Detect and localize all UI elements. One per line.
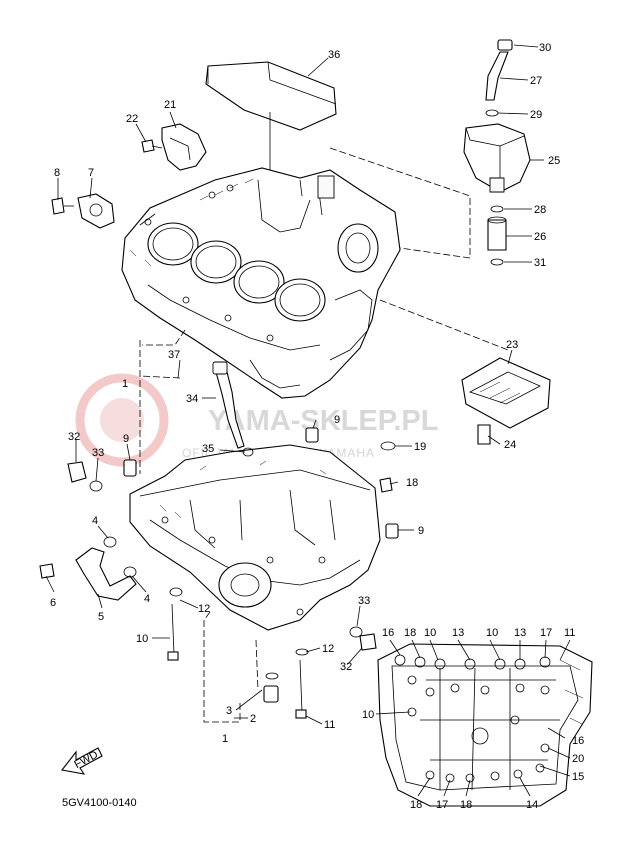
label-19: 19: [414, 441, 426, 453]
watermark-logo-core: [100, 398, 144, 442]
label-31: 31: [534, 257, 546, 269]
part-number-labels: 36 30 27 29 25 28 26 31 21 22 8 7 23 24 …: [50, 42, 584, 811]
label-10-left: 10: [136, 633, 148, 645]
label-36: 36: [328, 49, 340, 61]
right-small-parts: [305, 427, 399, 539]
fwd-arrow-icon: FWD: [61, 747, 103, 775]
label-11-inset-top: 11: [564, 627, 575, 639]
label-18-inset-bottom-a: 18: [410, 799, 422, 811]
watermark-title: YAMA-SKLEP.PL: [208, 405, 438, 437]
label-18-right: 18: [406, 477, 418, 489]
label-20: 20: [572, 753, 584, 765]
label-1-lower: 1: [222, 733, 228, 745]
label-7: 7: [88, 167, 94, 179]
label-10-inset-left: 10: [362, 709, 374, 721]
label-3: 3: [226, 705, 232, 717]
label-28: 28: [534, 204, 546, 216]
label-23: 23: [506, 339, 518, 351]
label-15: 15: [572, 771, 584, 783]
label-35: 35: [202, 443, 214, 455]
label-5: 5: [98, 611, 104, 623]
bottom-parts: [263, 626, 377, 719]
label-17-inset-bottom: 17: [436, 799, 448, 811]
lower-crankcase: [129, 444, 381, 631]
label-27: 27: [530, 75, 542, 87]
label-33-left: 33: [92, 447, 104, 459]
leader-lines: [45, 44, 571, 797]
label-8: 8: [54, 167, 60, 179]
upper-crankcase: [121, 167, 401, 399]
label-10-inset-top-a: 10: [424, 627, 436, 639]
label-13-inset-top-a: 13: [452, 627, 464, 639]
label-13-inset-top-b: 13: [514, 627, 526, 639]
label-6: 6: [50, 597, 56, 609]
label-9-left: 9: [123, 433, 129, 445]
label-9-right: 9: [418, 525, 424, 537]
label-30: 30: [539, 42, 551, 54]
label-32-bottom: 32: [340, 661, 352, 673]
label-25: 25: [548, 155, 560, 167]
part-23-strainer: [461, 357, 551, 445]
watermark-logo-ring: [75, 373, 169, 467]
part-34-sensor: [212, 361, 254, 457]
label-12-bottom: 12: [322, 643, 334, 655]
label-24: 24: [504, 439, 516, 451]
label-18-inset-bottom-b: 18: [460, 799, 472, 811]
label-4-lower: 4: [144, 593, 150, 605]
bottom-view-inset: [377, 643, 593, 807]
label-10-inset-top-b: 10: [486, 627, 498, 639]
label-33-bottom: 33: [358, 595, 370, 607]
label-14: 14: [526, 799, 538, 811]
label-4-upper: 4: [92, 515, 98, 527]
label-37: 37: [168, 349, 180, 361]
label-21: 21: [164, 99, 176, 111]
label-16-inset-top: 16: [382, 627, 394, 639]
breather-assembly: [463, 39, 531, 266]
label-32-left: 32: [68, 431, 80, 443]
label-26: 26: [534, 231, 546, 243]
label-9-top: 9: [334, 414, 340, 426]
label-12-left: 12: [198, 603, 210, 615]
label-2: 2: [250, 713, 256, 725]
label-34: 34: [186, 393, 198, 405]
diagram-code: 5GV4100-0140: [62, 797, 137, 809]
label-1-upper: 1: [122, 378, 128, 390]
label-18-inset-top: 18: [404, 627, 416, 639]
left-lower-parts: [39, 459, 183, 661]
left-small-parts: [51, 123, 207, 229]
label-11-bottom: 11: [324, 719, 335, 731]
label-16-inset-right: 16: [572, 735, 584, 747]
label-17-inset-top: 17: [540, 627, 552, 639]
label-22: 22: [126, 113, 138, 125]
label-29: 29: [530, 109, 542, 121]
